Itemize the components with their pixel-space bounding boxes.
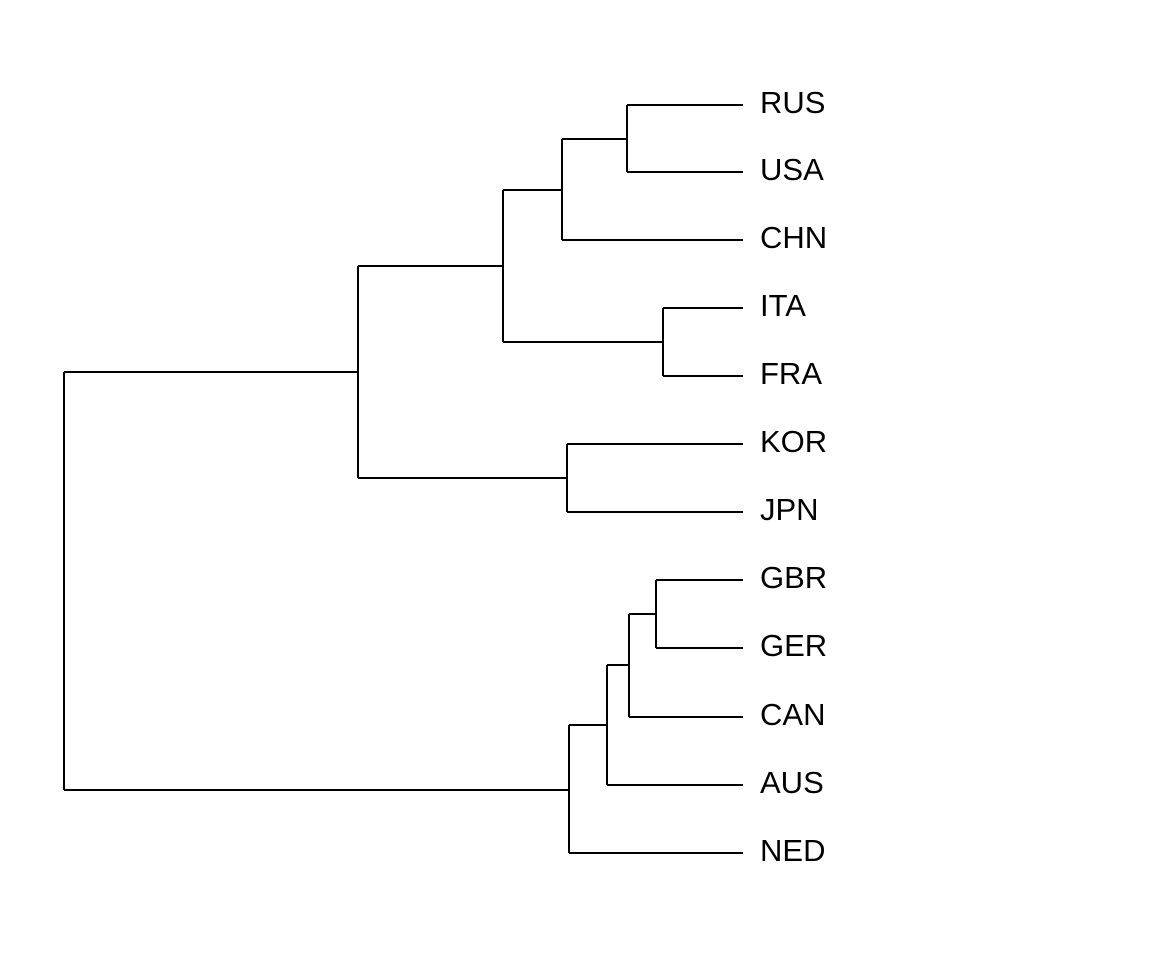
leaf-label-jpn: JPN [760,492,819,527]
branch-layer [63,104,743,854]
leaf-label-gbr: GBR [760,560,827,595]
leaf-label-usa: USA [760,152,824,187]
leaf-label-aus: AUS [760,765,824,800]
leaf-label-can: CAN [760,697,825,732]
leaf-label-layer: RUS USA CHN ITA FRA KOR JPN GBR GER CAN AUS NED [760,85,827,868]
leaf-label-ned: NED [760,833,825,868]
leaf-label-ger: GER [760,628,827,663]
leaf-label-ita: ITA [760,288,806,323]
leaf-label-fra: FRA [760,356,822,391]
leaf-label-chn: CHN [760,220,827,255]
leaf-label-rus: RUS [760,85,825,120]
leaf-label-kor: KOR [760,424,827,459]
